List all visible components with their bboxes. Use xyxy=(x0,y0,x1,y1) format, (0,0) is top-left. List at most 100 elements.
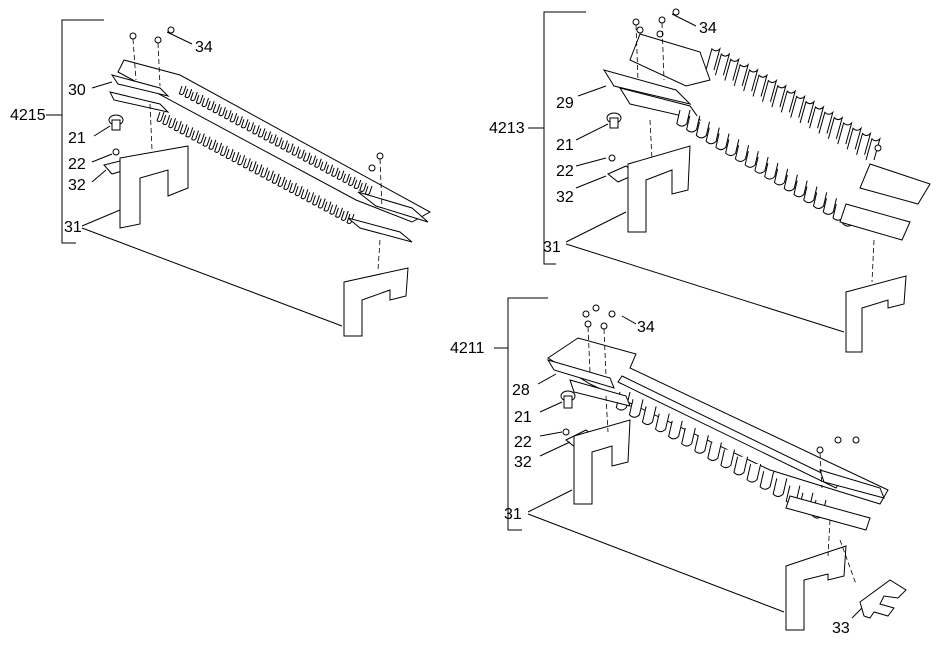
label-21: 21 xyxy=(514,409,532,426)
label-22: 22 xyxy=(556,163,574,180)
template-finger xyxy=(294,186,303,197)
template-finger xyxy=(856,131,872,155)
template-finger xyxy=(331,167,339,177)
part-33 xyxy=(859,579,907,619)
bracket-31-right xyxy=(845,275,907,353)
template-finger xyxy=(325,164,334,174)
template-finger xyxy=(207,100,215,111)
template-finger xyxy=(827,115,844,139)
template-finger xyxy=(156,111,165,123)
template-finger xyxy=(235,116,243,126)
template-finger xyxy=(271,173,280,184)
template-finger xyxy=(761,78,778,102)
template-finger xyxy=(162,114,171,126)
template-finger xyxy=(254,164,263,175)
template-finger xyxy=(219,145,228,157)
template-finger xyxy=(202,136,211,147)
template-finger xyxy=(260,167,269,178)
template-finger xyxy=(229,113,238,123)
template-finger xyxy=(865,137,881,161)
label-32: 32 xyxy=(556,189,574,206)
label-21: 21 xyxy=(556,137,574,154)
template-finger xyxy=(803,186,818,204)
template-finger xyxy=(714,52,731,76)
template-finger xyxy=(190,91,198,102)
label-34: 34 xyxy=(195,39,213,56)
template-finger xyxy=(208,139,217,150)
label-22: 22 xyxy=(514,434,532,451)
template-finger xyxy=(265,170,274,181)
template-finger xyxy=(812,192,828,209)
label-30: 30 xyxy=(68,82,86,99)
template-finger xyxy=(720,449,736,469)
template-finger xyxy=(715,133,730,151)
bracket-31-left xyxy=(627,145,691,233)
template-finger xyxy=(340,210,349,221)
template-finger xyxy=(793,180,808,198)
template-finger xyxy=(225,148,234,160)
template-29-fingers-front xyxy=(676,109,857,227)
template-finger xyxy=(681,427,696,447)
bracket-4215 xyxy=(61,19,104,244)
template-finger xyxy=(218,107,226,117)
template-finger xyxy=(725,139,740,157)
template-finger xyxy=(359,182,367,193)
template-finger xyxy=(231,152,240,163)
bracket-4211 xyxy=(507,297,548,531)
template-finger xyxy=(668,420,683,440)
template-finger xyxy=(246,122,255,132)
template-finger xyxy=(773,168,789,186)
template-finger xyxy=(724,57,740,81)
template-finger xyxy=(799,100,815,124)
label-21: 21 xyxy=(68,130,86,147)
template-finger xyxy=(311,195,320,206)
label-4213: 4213 xyxy=(489,120,525,137)
template-finger xyxy=(240,119,249,129)
label-34: 34 xyxy=(637,319,655,336)
label-34: 34 xyxy=(699,20,717,37)
template-finger xyxy=(686,115,701,133)
template-finger xyxy=(314,158,322,168)
template-finger xyxy=(214,142,223,153)
label-31: 31 xyxy=(543,239,561,256)
template-finger xyxy=(822,198,837,215)
template-finger xyxy=(257,128,266,138)
template-finger xyxy=(274,137,283,147)
template-finger xyxy=(195,94,204,105)
template-29 xyxy=(629,33,711,87)
template-finger xyxy=(772,478,788,497)
template-finger xyxy=(846,126,863,150)
template-finger xyxy=(178,85,187,96)
template-finger xyxy=(353,179,362,190)
label-32: 32 xyxy=(514,454,532,471)
template-finger xyxy=(809,105,825,129)
template-finger xyxy=(285,143,294,153)
template-finger xyxy=(317,198,326,209)
template-finger xyxy=(641,406,657,425)
template-finger xyxy=(335,207,343,218)
template-finger xyxy=(336,170,345,180)
template-30-fingers-back xyxy=(178,85,373,196)
template-finger xyxy=(347,176,356,186)
template-finger xyxy=(764,162,779,180)
template-finger xyxy=(300,189,309,200)
template-30-fingers-front xyxy=(156,111,355,225)
template-finger xyxy=(196,133,205,144)
template-finger xyxy=(707,442,722,461)
template-finger xyxy=(308,155,317,165)
template-finger xyxy=(201,97,210,108)
label-22: 22 xyxy=(68,156,86,173)
assembly-4215: 4215 34 30 21 22 32 31 xyxy=(10,19,432,337)
template-finger xyxy=(252,125,260,135)
template-finger xyxy=(288,182,297,194)
template-finger xyxy=(297,149,305,159)
template-finger xyxy=(223,110,232,120)
label-33: 33 xyxy=(832,620,850,637)
template-finger xyxy=(790,94,806,118)
template-finger xyxy=(744,151,759,168)
template-finger xyxy=(780,89,797,113)
label-31: 31 xyxy=(504,506,522,523)
template-finger xyxy=(179,124,188,135)
template-finger xyxy=(173,121,182,132)
